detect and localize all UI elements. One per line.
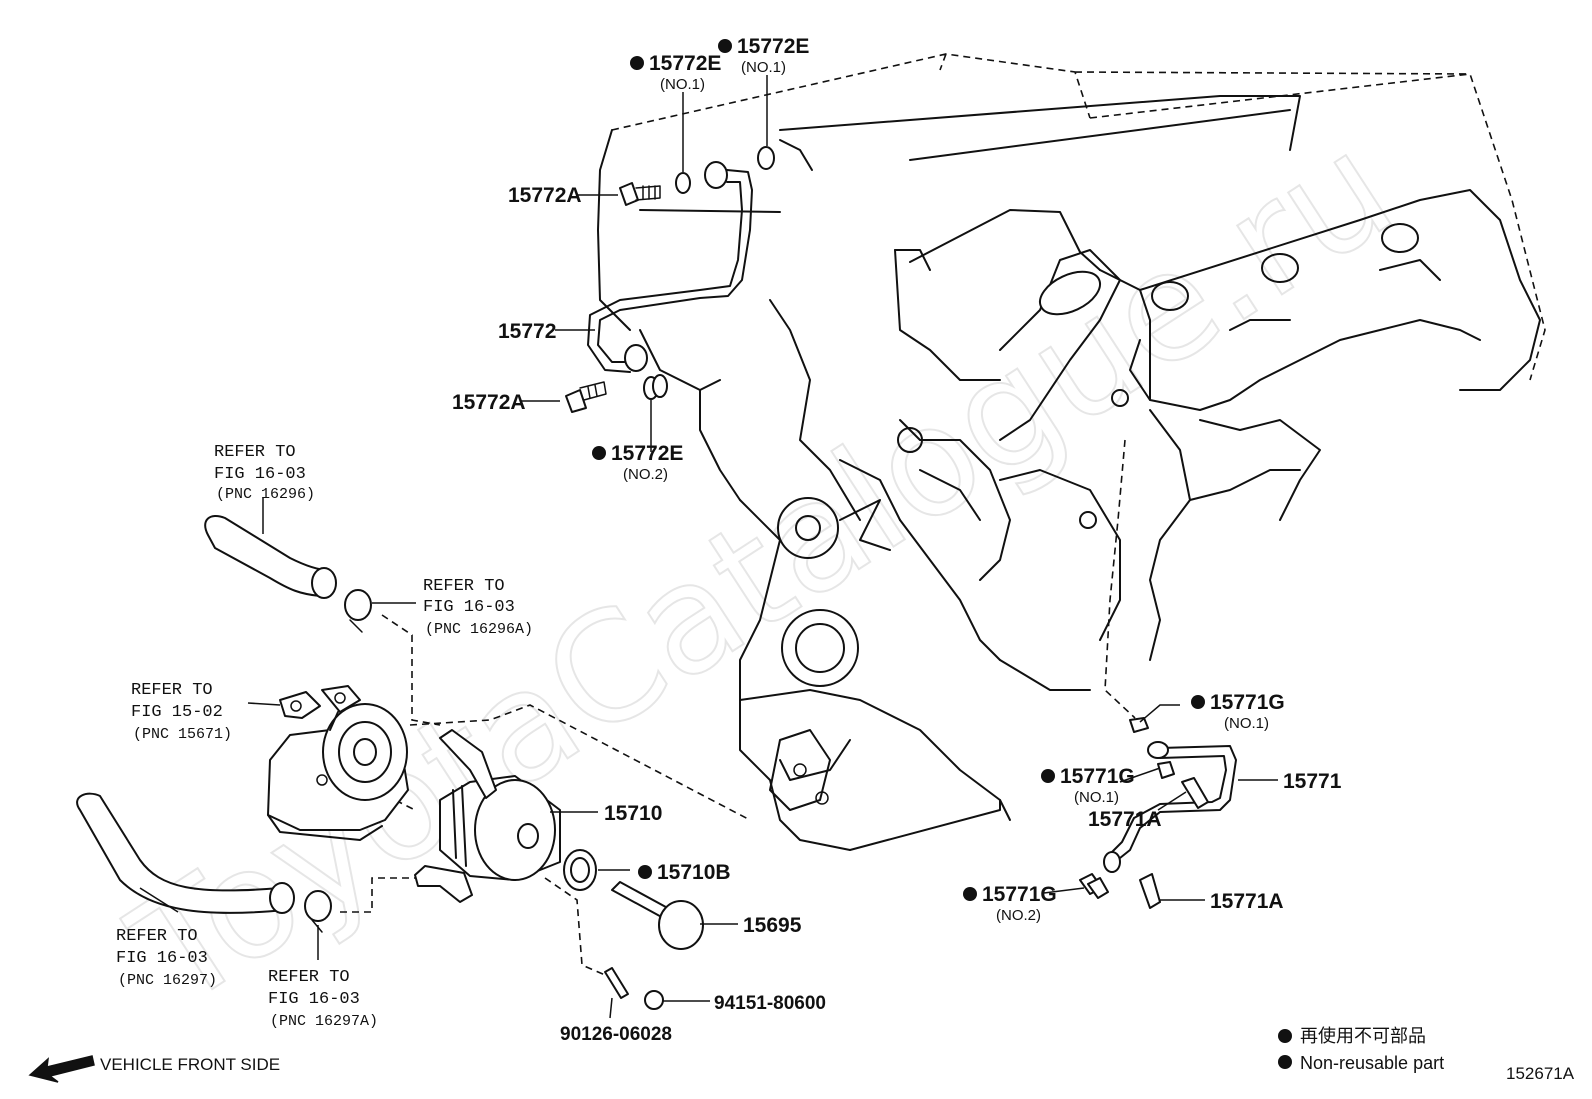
- ref-pnc-15671: REFER TO FIG 15-02 (PNC 15671): [131, 681, 232, 743]
- legend-en-text: Non-reusable part: [1300, 1053, 1444, 1073]
- oil-pipe-15771: [1079, 717, 1237, 909]
- nonreusable-dot: [592, 446, 606, 460]
- svg-text:(PNC 16297A): (PNC 16297A): [270, 1013, 378, 1030]
- reference-notes: REFER TO FIG 16-03 (PNC 16296) REFER TO …: [116, 443, 533, 1030]
- nonreusable-dot: [630, 56, 644, 70]
- callout-sub-15771g-top: (NO.1): [1224, 715, 1269, 732]
- callout-15771g-no1-mid: 15771G: [1060, 765, 1135, 788]
- callout-sub-15771g-mid: (NO.1): [1074, 789, 1119, 806]
- svg-text:FIG 16-03: FIG 16-03: [116, 949, 208, 968]
- nonreusable-dot: [638, 865, 652, 879]
- engine-block-outline: [597, 53, 1546, 851]
- callout-15772a-top: 15772A: [508, 184, 582, 207]
- callout-15771g-no2: 15771G: [982, 883, 1057, 906]
- svg-text:(PNC 16297): (PNC 16297): [118, 972, 217, 989]
- legend-jp-text: 再使用不可部品: [1300, 1026, 1426, 1046]
- legend: 再使用不可部品 Non-reusable part: [1278, 1026, 1444, 1073]
- nonreusable-dot: [963, 887, 977, 901]
- callout-15695: 15695: [743, 914, 802, 937]
- callout-15772a-bottom: 15772A: [452, 391, 526, 414]
- callout-15710: 15710: [604, 802, 662, 825]
- ref-pnc-16297: REFER TO FIG 16-03 (PNC 16297): [116, 927, 217, 989]
- ref-pnc-16296: REFER TO FIG 16-03 (PNC 16296): [214, 443, 315, 503]
- callout-15771a-bottom: 15771A: [1210, 890, 1284, 913]
- nonreusable-dot: [1191, 695, 1205, 709]
- svg-text:(PNC 16296A): (PNC 16296A): [425, 621, 533, 638]
- callout-15771g-no1-top: 15771G: [1210, 691, 1285, 714]
- gasket-15710b: [563, 849, 597, 891]
- leader-lines: [139, 75, 1278, 1019]
- svg-text:(PNC 16296): (PNC 16296): [216, 486, 315, 503]
- legend-dot-en: [1278, 1055, 1292, 1069]
- nonreusable-dot: [718, 39, 732, 53]
- callout-90126-06028: 90126-06028: [560, 1024, 672, 1045]
- figure-id: 152671A: [1506, 1064, 1575, 1083]
- ref-pnc-16297a: REFER TO FIG 16-03 (PNC 16297A): [268, 968, 378, 1030]
- callouts: 15772E (NO.1) 15772E (NO.1) 15772A 15772…: [452, 35, 1342, 1045]
- callout-15772e-no1-left: 15772E: [649, 52, 721, 75]
- svg-text:REFER TO: REFER TO: [214, 443, 296, 462]
- arrow-left-icon: [28, 1055, 95, 1083]
- oil-filter-bracket: [267, 685, 409, 841]
- callout-15771: 15771: [1283, 770, 1342, 793]
- vehicle-front-indicator: VEHICLE FRONT SIDE: [28, 1055, 280, 1083]
- upper-water-hose: [204, 515, 372, 633]
- union-bolt-15695: [611, 881, 704, 950]
- svg-text:REFER TO: REFER TO: [116, 927, 198, 946]
- callout-sub-no2: (NO.2): [623, 466, 668, 483]
- nut-94151: [644, 990, 664, 1010]
- callout-15772e-no1-right: 15772E: [737, 35, 809, 58]
- oil-pipe-15772: [565, 146, 775, 413]
- svg-text:REFER TO: REFER TO: [131, 681, 213, 700]
- ref-pnc-16296a: REFER TO FIG 16-03 (PNC 16296A): [423, 577, 533, 638]
- callout-15772: 15772: [498, 320, 556, 343]
- callout-94151-80600: 94151-80600: [714, 993, 826, 1014]
- svg-text:FIG 16-03: FIG 16-03: [214, 465, 306, 484]
- legend-dot-jp: [1278, 1029, 1292, 1043]
- oil-cooler-15710: [414, 729, 561, 903]
- callout-15771a-mid: 15771A: [1088, 808, 1162, 831]
- callout-sub-no1-left: (NO.1): [660, 76, 705, 93]
- stud-bolt-90126: [604, 967, 629, 999]
- svg-text:FIG 16-03: FIG 16-03: [423, 598, 515, 617]
- callout-15710b: 15710B: [657, 861, 731, 884]
- vehicle-front-side-label: VEHICLE FRONT SIDE: [100, 1055, 280, 1074]
- svg-text:FIG 15-02: FIG 15-02: [131, 703, 223, 722]
- lower-water-hose: [76, 792, 332, 933]
- svg-text:(PNC 15671): (PNC 15671): [133, 726, 232, 743]
- callout-15772e-no2: 15772E: [611, 442, 683, 465]
- callout-sub-no1-right: (NO.1): [741, 59, 786, 76]
- svg-text:REFER TO: REFER TO: [423, 577, 505, 596]
- nonreusable-dot: [1041, 769, 1055, 783]
- svg-text:REFER TO: REFER TO: [268, 968, 350, 987]
- svg-text:FIG 16-03: FIG 16-03: [268, 990, 360, 1009]
- callout-sub-15771g-no2: (NO.2): [996, 907, 1041, 924]
